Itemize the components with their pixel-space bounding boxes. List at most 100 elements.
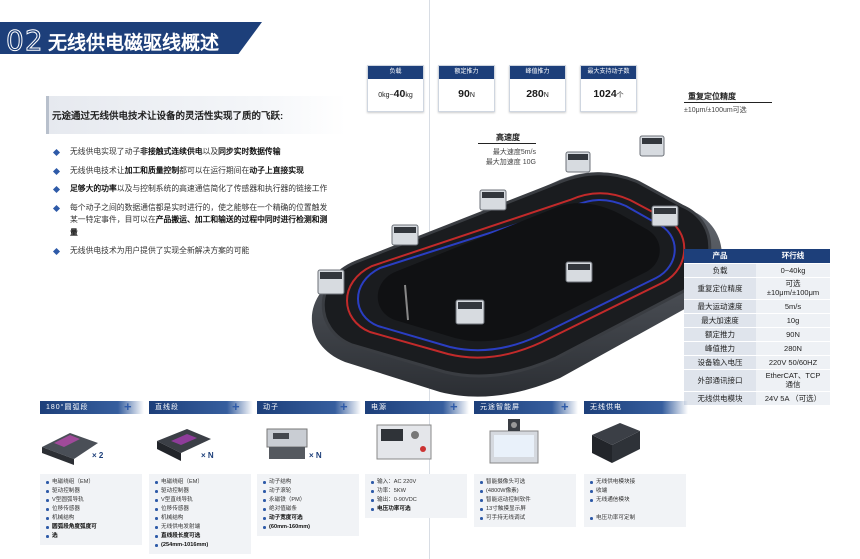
bullet-dot-icon (263, 499, 266, 502)
speed-title: 高速度 (496, 133, 520, 142)
module-feature: 电磁绕组（EM） (46, 478, 138, 487)
module-feature: 智能运动控制软件 (480, 496, 572, 505)
spec-value: 90N (756, 327, 830, 342)
bullet-dot-icon (155, 517, 158, 520)
feature-item: 无线供电实现了动子非接触式连续供电以及同步实时数据传输 (52, 146, 332, 159)
bullet-diamond-icon (52, 247, 61, 256)
feature-highlight: 动子上直接实现 (249, 165, 304, 175)
spec-card-label: 负载 (368, 66, 423, 79)
bullet-diamond-icon (52, 185, 61, 194)
module-feature: (4800W像素) (480, 487, 572, 496)
module-feature-text: (60mm-160mm) (269, 524, 311, 530)
intro-title: 元途通过无线供电技术让设备的灵活性实现了质的飞跃: (52, 111, 284, 122)
spec-table-head-loop: 环行线 (756, 249, 830, 264)
bullet-dot-icon (590, 490, 593, 493)
module-feature-text: 输出：0-90VDC (377, 497, 417, 503)
speed-underline (478, 143, 536, 144)
module-feature-text: 可手持无线调试 (486, 515, 526, 521)
module-image: × N (149, 417, 253, 469)
module-feature-text: 直线段长度可选 (161, 533, 201, 539)
module-option: 圆弧段角度弧度可 (46, 523, 138, 532)
module-feature: 永磁铁（PM） (263, 496, 355, 505)
speed-max-acceleration: 最大加速度 10G (485, 158, 536, 166)
bullet-dot-icon (155, 535, 158, 538)
feature-highlight: 加工和质量控制 (124, 165, 180, 175)
module-feature-text: 收端 (596, 488, 608, 494)
module-option: (254mm-1016mm) (155, 541, 247, 550)
bullet-dot-icon (46, 526, 49, 529)
module-feature (590, 505, 682, 514)
module-feature-text: 无线通信模块 (596, 497, 630, 503)
spec-value: 10g (756, 313, 830, 328)
spec-card-peak-thrust: 峰值推力 280N (509, 65, 566, 112)
module-image: × 2 (40, 417, 144, 469)
spec-value: 280N (756, 341, 830, 356)
feature-text: 以及与控制系统的高速通信简化了传感器和执行器的链接工作 (116, 184, 328, 193)
module-title: 180°圆弧段 (40, 401, 144, 414)
feature-text: 无线供电技术让 (70, 165, 125, 175)
module-feature-text: (4800W像素) (486, 488, 519, 494)
module-feature-text: 智能摄像头可选 (486, 479, 526, 485)
module-feature: 绝对值磁条 (263, 505, 355, 514)
module-feature-text: 机械结构 (52, 515, 75, 521)
plus-sign: + (561, 399, 569, 414)
module-feature: V型圆弧导轨 (46, 496, 138, 505)
bullet-diamond-icon (52, 204, 61, 212)
spec-key: 重复定位精度 (684, 277, 756, 300)
module-quantity: × 2 (92, 451, 104, 460)
module-feature-text: 输入：AC 220V (377, 479, 417, 485)
module-feature: 电磁绕组（EM） (155, 478, 247, 487)
module-feature-text: 无线供电发射端 (161, 524, 201, 530)
module-option: 电压功率可选 (371, 505, 463, 514)
spec-card-value: 90N (458, 88, 475, 100)
module-feature: 智能摄像头可选 (480, 478, 572, 487)
module-title: 电源 (365, 401, 469, 414)
spec-card-label: 峰值推力 (510, 66, 565, 79)
module-title: 动子 (257, 401, 361, 414)
feature-text: 以及 (202, 147, 219, 156)
module-quantity: × N (309, 451, 322, 460)
module-feature-text: 电压功率可定制 (596, 515, 636, 521)
bullet-dot-icon (263, 490, 266, 493)
spec-card-value: 280N (526, 88, 549, 100)
module-feature-text: 绝对值磁条 (269, 506, 297, 512)
module-title: 直线段 (149, 401, 253, 414)
module-feature-text: (254mm-1016mm) (161, 542, 209, 548)
feature-text: 都可以在运行期间在 (179, 165, 250, 175)
bullet-dot-icon (480, 508, 483, 511)
spec-key: 设备输入电压 (684, 355, 756, 370)
module-feature: 驱动控制器 (155, 487, 247, 496)
feature-item: 无线供电技术让加工和质量控制都可以在运行期间在动子上直接实现 (52, 165, 332, 178)
spec-key: 最大运动速度 (684, 299, 756, 314)
module-feature: 无线供电模块接 (590, 478, 682, 487)
bullet-dot-icon (371, 490, 374, 493)
module-feature-text: 圆弧段角度弧度可 (52, 524, 97, 530)
module-image: × N (257, 417, 361, 469)
spec-key: 最大加速度 (684, 313, 756, 328)
feature-item: 足够大的功率以及与控制系统的高速通信简化了传感器和执行器的链接工作 (52, 183, 332, 196)
bullet-dot-icon (263, 508, 266, 511)
module-title: 元途智能屏 (474, 401, 578, 414)
feature-highlight: 非接触式连续供电 (140, 147, 203, 156)
section-number: 02 (6, 24, 44, 58)
module-feature-list: 动子结构动子滚轮永磁铁（PM）绝对值磁条动子宽度可选(60mm-160mm) (257, 474, 359, 536)
feature-highlight: 足够大的功率 (70, 184, 117, 193)
module-feature-text: 永磁铁（PM） (269, 497, 306, 503)
bullet-dot-icon (46, 535, 49, 538)
module-feature: 输出：0-90VDC (371, 496, 463, 505)
module-feature: 13寸触摸显示屏 (480, 505, 572, 514)
bullet-dot-icon (263, 517, 266, 520)
module-option: (60mm-160mm) (263, 523, 355, 532)
module-feature: 动子结构 (263, 478, 355, 487)
bullet-dot-icon (590, 517, 593, 520)
bullet-dot-icon (371, 508, 374, 511)
bullet-diamond-icon (52, 167, 61, 175)
module-feature-list: 无线供电模块接收端无线通信模块电压功率可定制 (584, 474, 686, 527)
spec-value: 0~40kg (756, 263, 830, 278)
module-feature-text: 动子滚轮 (269, 488, 292, 494)
module-image (584, 417, 688, 469)
